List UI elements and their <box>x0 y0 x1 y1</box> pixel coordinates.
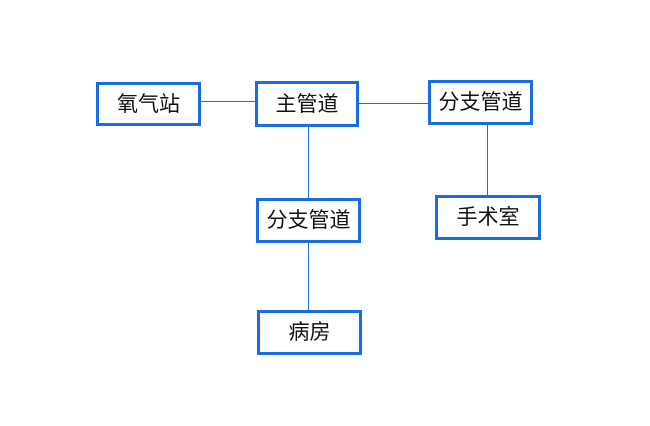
connector-branch-right-to-operating-room <box>487 124 488 197</box>
connector-main-to-branch-lower <box>308 125 309 200</box>
node-branch-pipe-right: 分支管道 <box>428 80 533 125</box>
node-operating-room: 手术室 <box>435 195 541 240</box>
node-oxygen-station: 氧气站 <box>96 82 201 126</box>
connector-oxygen-to-main <box>199 101 256 102</box>
connector-main-to-branch-right <box>357 103 430 104</box>
node-ward: 病房 <box>257 310 362 355</box>
node-branch-pipe-lower: 分支管道 <box>256 198 361 243</box>
node-main-pipe: 主管道 <box>255 81 359 127</box>
connector-branch-lower-to-ward <box>308 242 309 312</box>
